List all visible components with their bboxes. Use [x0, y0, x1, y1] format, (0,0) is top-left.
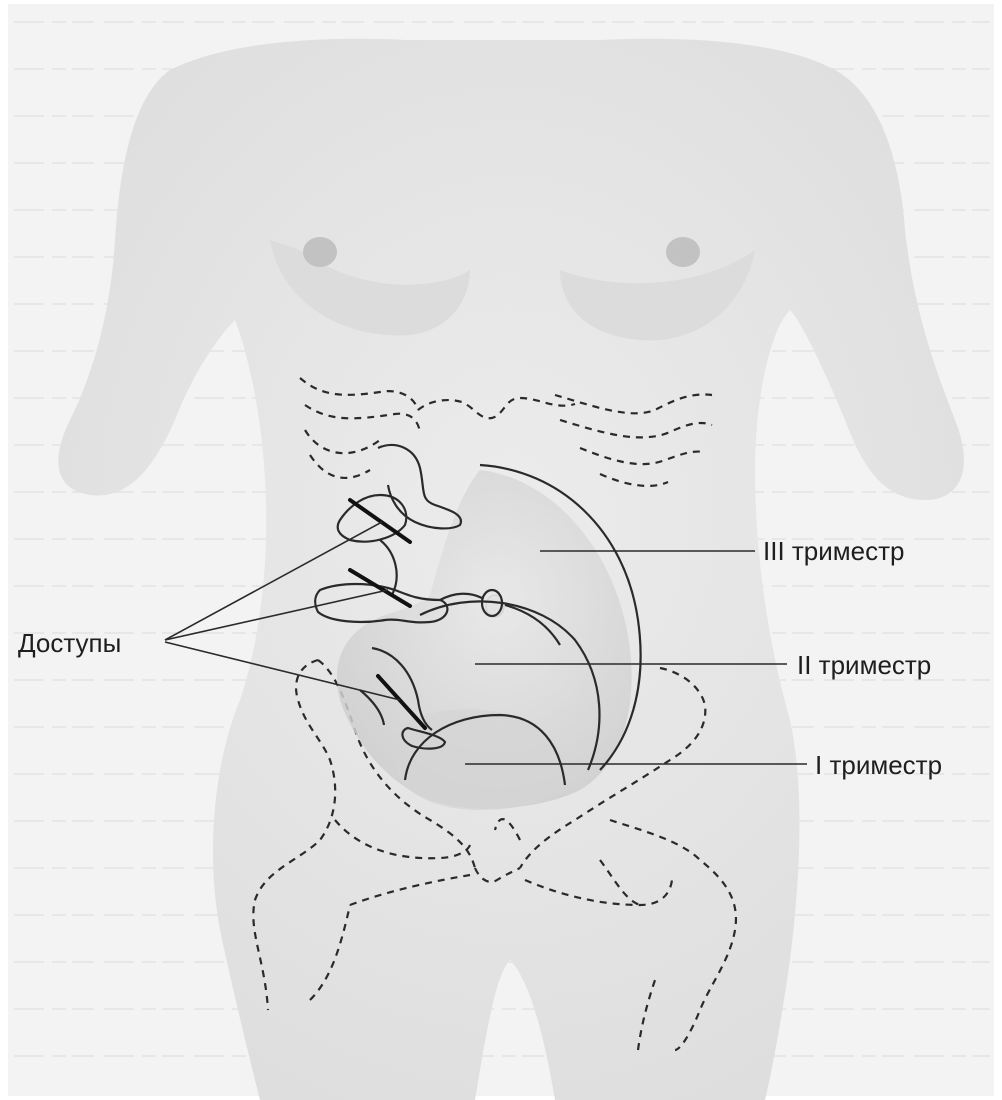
right-nipple	[666, 237, 700, 267]
label-trimester-1: I триместр	[815, 750, 942, 780]
label-trimester-3: III триместр	[763, 536, 905, 566]
left-nipple	[303, 237, 337, 267]
label-access: Доступы	[18, 628, 121, 658]
label-trimester-2: II триместр	[797, 650, 931, 680]
